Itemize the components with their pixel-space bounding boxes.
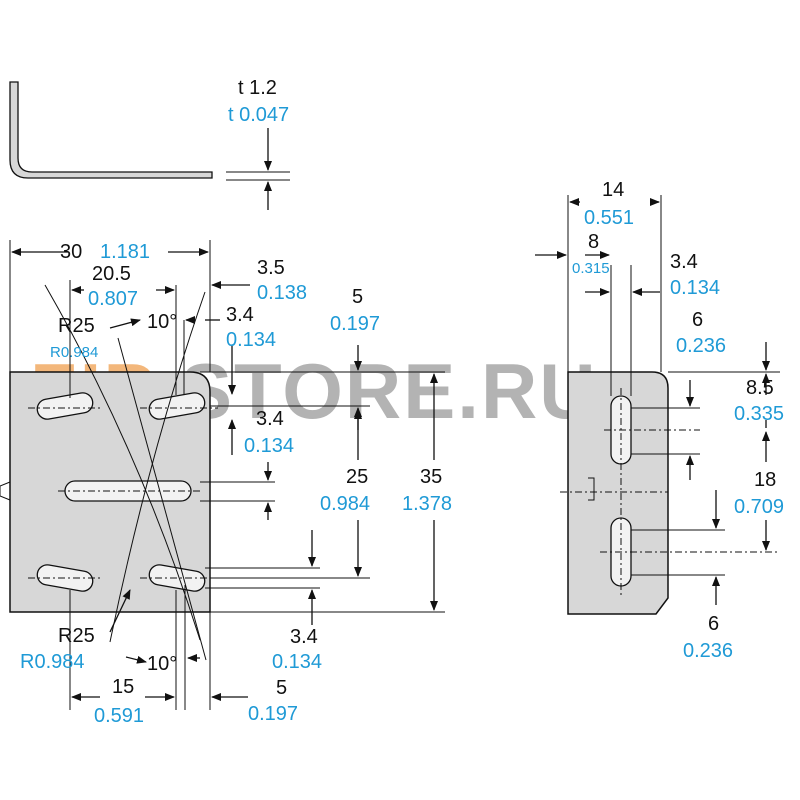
- side-14-imperial: 0.551: [584, 207, 634, 229]
- side-3-4-imperial: 0.134: [670, 277, 720, 299]
- radius-bottom-imperial: R0.984: [20, 651, 85, 673]
- dim-3-4-b-metric: 3.4: [256, 408, 284, 430]
- radius-top-metric: R25: [58, 315, 95, 337]
- dim-3-4-b-imperial: 0.134: [244, 435, 294, 457]
- side-8-5-imperial: 0.335: [734, 403, 784, 425]
- side-8-imperial: 0.315: [572, 260, 610, 277]
- front-view: 30 1.181 20.5 0.807 3.5 0.138 10° R25 R0…: [0, 240, 452, 727]
- dim-3-4-a-metric: 3.4: [226, 304, 254, 326]
- dim-3-4-c-metric: 3.4: [290, 626, 318, 648]
- radius-bottom-metric: R25: [58, 625, 95, 647]
- dim-35-metric: 35: [420, 466, 442, 488]
- side-6-top-imperial: 0.236: [676, 335, 726, 357]
- side-8-5-metric: 8.5: [746, 377, 774, 399]
- side-6-bottom-imperial: 0.236: [683, 640, 733, 662]
- radius-top-imperial: R0.984: [50, 344, 98, 361]
- side-view: 14 0.551 8 0.315 3.4 0.134 6 0.236 8.5 0…: [535, 179, 784, 662]
- watermark: ZIP STORE.RU: [30, 347, 598, 435]
- side-6-bottom-metric: 6: [708, 613, 719, 635]
- side-8-metric: 8: [588, 231, 599, 253]
- angle-bottom-label: 10°: [147, 653, 177, 675]
- side-14-metric: 14: [602, 179, 624, 201]
- side-3-4-metric: 3.4: [670, 251, 698, 273]
- dim-20-5-metric: 20.5: [92, 263, 131, 285]
- dim-5-top-metric: 5: [352, 286, 363, 308]
- dim-15-metric: 15: [112, 676, 134, 698]
- dim-3-5-metric: 3.5: [257, 257, 285, 279]
- dim-5-top-imperial: 0.197: [330, 313, 380, 335]
- dim-20-5-imperial: 0.807: [88, 288, 138, 310]
- watermark-part2: STORE.RU: [180, 347, 598, 435]
- angle-top-label: 10°: [147, 311, 177, 333]
- dim-5-bottom-imperial: 0.197: [248, 703, 298, 725]
- dim-3-5-imperial: 0.138: [257, 282, 307, 304]
- dim-15-imperial: 0.591: [94, 705, 144, 727]
- dim-35-imperial: 1.378: [402, 493, 452, 515]
- dim-5-bottom-metric: 5: [276, 677, 287, 699]
- dim-25-imperial: 0.984: [320, 493, 370, 515]
- thickness-metric: t 1.2: [238, 77, 277, 99]
- dim-30-imperial: 1.181: [100, 241, 150, 263]
- profile-view: t 1.2 t 0.047: [9, 77, 290, 210]
- dim-3-4-c-imperial: 0.134: [272, 651, 322, 673]
- side-18-imperial: 0.709: [734, 496, 784, 518]
- thickness-imperial: t 0.047: [228, 104, 289, 126]
- side-6-top-metric: 6: [692, 309, 703, 331]
- dim-25-metric: 25: [346, 466, 368, 488]
- dim-3-4-a-imperial: 0.134: [226, 329, 276, 351]
- dim-30-metric: 30: [60, 241, 82, 263]
- side-18-metric: 18: [754, 469, 776, 491]
